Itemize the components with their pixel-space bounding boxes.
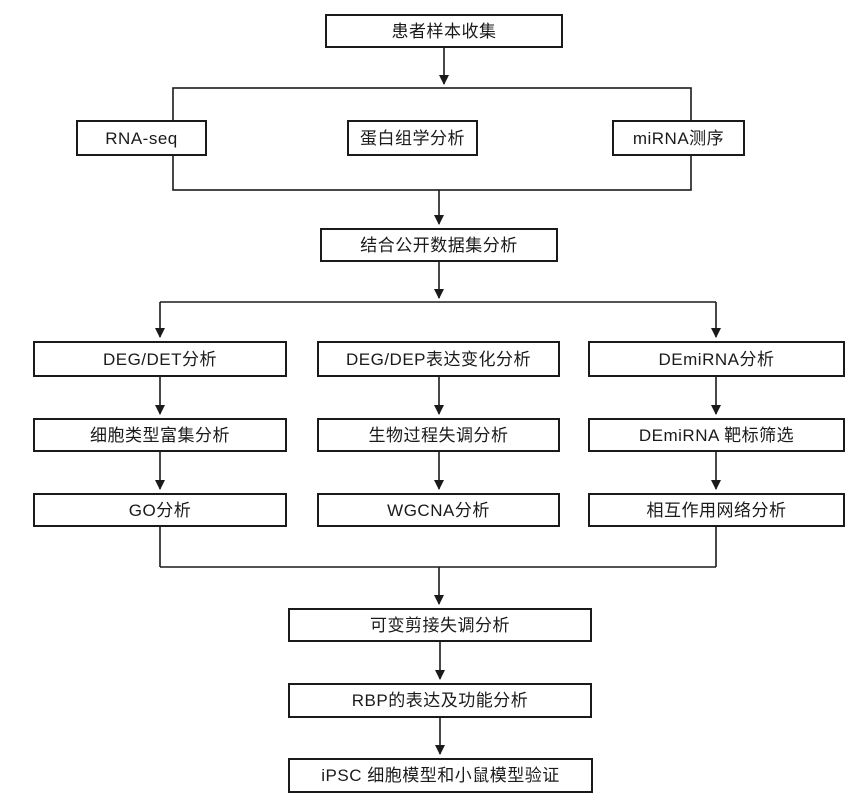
node-alt-splicing: 可变剪接失调分析	[288, 608, 592, 642]
node-proteomics: 蛋白组学分析	[347, 120, 478, 156]
node-interaction-network: 相互作用网络分析	[588, 493, 845, 527]
node-public-dataset: 结合公开数据集分析	[320, 228, 558, 262]
node-mirna-seq: miRNA测序	[612, 120, 745, 156]
node-patient-sample: 患者样本收集	[325, 14, 563, 48]
node-rna-seq: RNA-seq	[76, 120, 207, 156]
node-wgcna-analysis: WGCNA分析	[317, 493, 560, 527]
node-rbp-function: RBP的表达及功能分析	[288, 683, 592, 718]
node-go-analysis: GO分析	[33, 493, 287, 527]
node-demirna-target-screen: DEmiRNA 靶标筛选	[588, 418, 845, 452]
node-deg-dep-expression: DEG/DEP表达变化分析	[317, 341, 560, 377]
node-bioprocess-dysregulation: 生物过程失调分析	[317, 418, 560, 452]
node-deg-det-analysis: DEG/DET分析	[33, 341, 287, 377]
node-model-validation: iPSC 细胞模型和小鼠模型验证	[288, 758, 593, 793]
node-demirna-analysis: DEmiRNA分析	[588, 341, 845, 377]
node-cell-type-enrichment: 细胞类型富集分析	[33, 418, 287, 452]
